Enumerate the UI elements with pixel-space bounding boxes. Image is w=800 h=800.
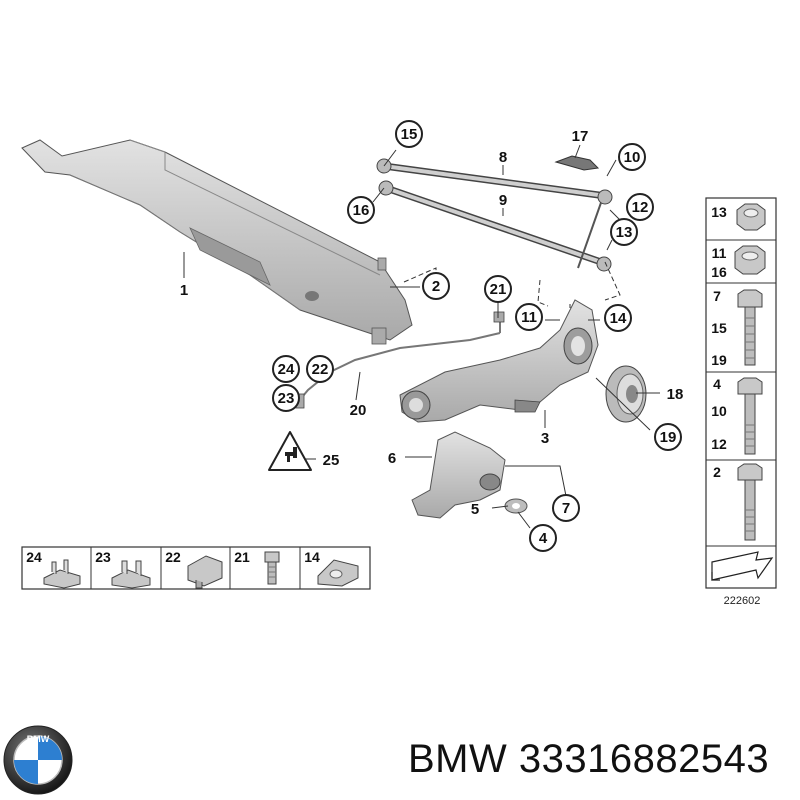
callout-19: 19 [660, 429, 677, 446]
callout-12: 12 [632, 199, 649, 216]
bmw-logo: BMW [3, 725, 73, 795]
axle-carrier-part [21, 139, 413, 345]
footer-label: BMW 33316882543 [408, 737, 769, 782]
callout-9: 9 [499, 192, 507, 209]
panel-label-16: 16 [711, 264, 727, 280]
callout-25: 25 [323, 452, 340, 469]
hex-bolt-2 [737, 463, 763, 541]
callout-11: 11 [521, 309, 537, 326]
callout-21: 21 [490, 281, 507, 298]
callout-24: 24 [278, 361, 295, 378]
cable-clip-24 [43, 559, 81, 589]
callout-6: 6 [388, 450, 396, 467]
callout-18: 18 [667, 386, 684, 403]
hex-bolt-7 [737, 289, 763, 366]
washer-part [504, 498, 528, 514]
callout-4: 4 [539, 530, 548, 547]
panel-label-13: 13 [711, 204, 727, 220]
fastener-panel: 13 11 16 7 15 19 4 10 12 2 [705, 197, 777, 589]
diagram-number: 222602 [724, 595, 761, 607]
small-parts-strip: 24 23 22 21 14 [21, 546, 371, 590]
panel-label-10: 10 [711, 403, 727, 419]
direction-arrow-icon [711, 551, 774, 581]
panel-label-7: 7 [713, 288, 721, 304]
strip-label-14: 14 [304, 549, 320, 565]
footer-part-number: 33316882543 [518, 737, 770, 781]
panel-label-4: 4 [713, 376, 721, 392]
hex-bolt-4 [737, 377, 763, 455]
logo-letters: BMW [27, 734, 50, 744]
callout-17: 17 [572, 128, 589, 145]
callout-8: 8 [499, 149, 507, 166]
cable-clip-23 [111, 560, 151, 589]
callout-3: 3 [541, 430, 549, 447]
panel-label-19: 19 [711, 352, 727, 368]
clip-nut-14 [317, 559, 359, 587]
strip-label-22: 22 [165, 549, 181, 565]
leader-lines [183, 144, 660, 529]
panel-label-15: 15 [711, 320, 727, 336]
callout-22: 22 [312, 361, 329, 378]
panel-label-11: 11 [712, 245, 727, 261]
callout-10: 10 [624, 149, 641, 166]
panel-label-12: 12 [711, 436, 727, 452]
warning-triangle-icon [268, 431, 312, 471]
footer-brand: BMW [408, 737, 508, 781]
callout-7: 7 [562, 500, 570, 517]
callout-16: 16 [353, 202, 370, 219]
strip-label-21: 21 [234, 549, 250, 565]
callout-23: 23 [278, 390, 295, 407]
collar-nut-13 [736, 203, 766, 231]
callout-14: 14 [610, 310, 627, 327]
control-arms [376, 155, 613, 272]
callout-1: 1 [180, 282, 188, 299]
callout-13: 13 [616, 224, 633, 241]
hex-nut-11-16 [734, 245, 766, 275]
callout-2: 2 [432, 278, 440, 295]
callout-5: 5 [471, 501, 479, 518]
panel-label-2: 2 [713, 464, 721, 480]
cable-holder-22 [187, 555, 223, 589]
strip-label-24: 24 [26, 549, 42, 565]
bracket-part [411, 431, 506, 519]
strip-label-23: 23 [95, 549, 111, 565]
callout-circles [272, 120, 682, 552]
callout-20: 20 [350, 402, 367, 419]
callout-15: 15 [401, 126, 418, 143]
wheel-carrier-part [399, 299, 599, 423]
bolt-21 [264, 551, 280, 585]
